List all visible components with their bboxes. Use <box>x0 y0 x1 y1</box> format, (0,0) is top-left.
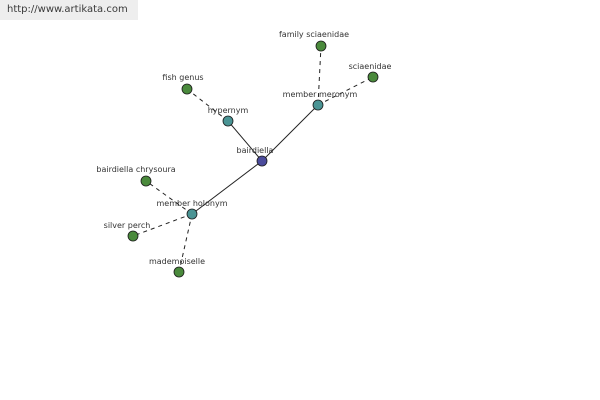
edge-bairdiella-to-member-holonym <box>191 160 263 215</box>
node-label-member-holonym[interactable]: member holonym <box>156 199 227 208</box>
node-bairdiella[interactable] <box>256 155 268 167</box>
labels-layer: bairdiella hypernym member meronym member h… <box>96 30 391 266</box>
node-label-mademoiselle[interactable]: mademoiselle <box>149 257 205 266</box>
edges-layer <box>132 45 374 273</box>
node-fish-genus[interactable] <box>181 83 193 95</box>
edge-member-holonym-to-bairdiella-chrysoura <box>145 180 193 215</box>
node-silver-perch[interactable] <box>127 230 139 242</box>
node-label-member-meronym[interactable]: member meronym <box>283 90 358 99</box>
node-label-silver-perch[interactable]: silver perch <box>104 221 151 230</box>
watermark-box: http://www.artikata.com <box>0 0 138 20</box>
node-bairdiella-chrysoura[interactable] <box>140 175 152 187</box>
watermark-text[interactable]: http://www.artikata.com <box>7 4 128 15</box>
node-label-fish-genus[interactable]: fish genus <box>162 73 203 82</box>
nodes-layer <box>127 40 379 278</box>
edge-member-holonym-to-silver-perch <box>132 213 193 237</box>
node-family-sciaenidae[interactable] <box>315 40 327 52</box>
node-member-meronym[interactable] <box>312 99 324 111</box>
node-member-holonym[interactable] <box>186 208 198 220</box>
node-label-family-sciaenidae[interactable]: family sciaenidae <box>279 30 349 39</box>
node-label-bairdiella-chrysoura[interactable]: bairdiella chrysoura <box>96 165 175 174</box>
node-label-bairdiella[interactable]: bairdiella <box>237 146 274 155</box>
node-label-hypernym[interactable]: hypernym <box>208 106 249 115</box>
node-sciaenidae[interactable] <box>367 71 379 83</box>
edge-member-meronym-to-sciaenidae <box>317 76 374 106</box>
edge-bairdiella-to-member-meronym <box>261 104 319 162</box>
edge-member-holonym-to-mademoiselle <box>178 213 193 273</box>
edge-bairdiella-to-hypernym <box>227 120 263 162</box>
node-mademoiselle[interactable] <box>173 266 185 278</box>
node-label-sciaenidae[interactable]: sciaenidae <box>349 62 392 71</box>
edge-member-meronym-to-family-sciaenidae <box>317 45 322 106</box>
edge-hypernym-to-fish-genus <box>186 88 229 122</box>
node-hypernym[interactable] <box>222 115 234 127</box>
